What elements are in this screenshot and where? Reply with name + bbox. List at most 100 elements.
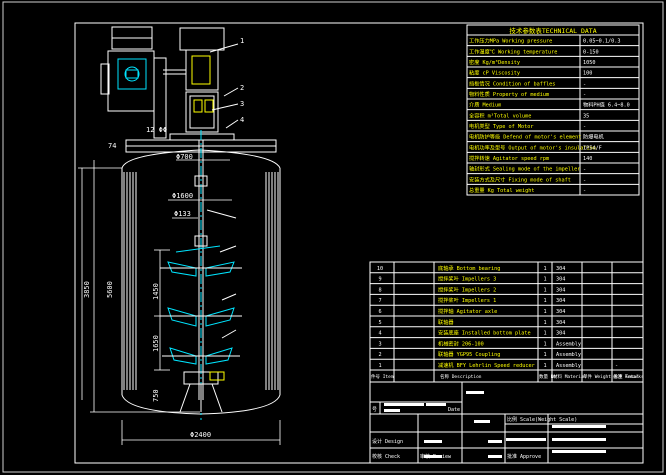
tech-row-value: 1050 bbox=[583, 60, 596, 66]
dim-overall: 3850 bbox=[83, 281, 91, 298]
parts-header-qty: 数量 No bbox=[539, 373, 556, 380]
parts-header-name: 名称 Description bbox=[440, 373, 482, 380]
leaders bbox=[206, 43, 239, 339]
dim-d2400: Φ2400 bbox=[190, 431, 211, 439]
tech-row-label: 工作温度℃ Working temperature bbox=[469, 47, 557, 55]
parts-row-qty: 1 bbox=[543, 287, 546, 293]
tech-row-value: IP54/F bbox=[583, 145, 602, 151]
parts-row-no: 2 bbox=[378, 352, 381, 358]
tech-row-value: 100 bbox=[583, 71, 592, 77]
dim-left: 74 bbox=[108, 142, 116, 150]
tech-row-label: 电机防护等级 Defend of motor's element bbox=[469, 133, 581, 141]
tech-row-value: - bbox=[583, 81, 586, 87]
parts-row-no: 3 bbox=[378, 341, 381, 347]
parts-row-mat: 304 bbox=[556, 298, 565, 304]
tb-design: 设计 Design bbox=[372, 438, 403, 445]
impeller-2 bbox=[160, 307, 242, 327]
tech-row-label: 密度 Kg/m³Density bbox=[469, 58, 520, 66]
tech-row-value: 35 bbox=[583, 113, 589, 119]
tech-row-value: 140 bbox=[583, 156, 592, 162]
parts-row-qty: 1 bbox=[543, 309, 546, 315]
leader-4: 4 bbox=[240, 116, 244, 124]
tech-row-label: 轴封形式 Sealing mode of the impeller bbox=[469, 165, 580, 173]
tech-row-value: 0.05~0.1/0.3 bbox=[583, 39, 620, 45]
tech-row-label: 物料性质 Property of medium bbox=[469, 90, 549, 98]
parts-row-mat: 304 bbox=[556, 266, 565, 272]
tech-row-label: 工作压力MPa Working pressure bbox=[469, 37, 552, 45]
parts-row-no: 10 bbox=[377, 266, 383, 272]
motor bbox=[100, 26, 167, 139]
parts-header-mat: 材料 Material bbox=[553, 373, 587, 380]
tech-row-label: 总重量 Kg Total weight bbox=[469, 186, 535, 194]
parts-row-no: 1 bbox=[378, 363, 381, 369]
parts-row-mat: 304 bbox=[556, 287, 565, 293]
parts-row-name: 联轴器 YGP95 Coupling bbox=[438, 350, 500, 358]
parts-row-name: 搅拌桨叶 Impellers 3 bbox=[438, 275, 496, 283]
tech-row-value: 0-150 bbox=[583, 49, 599, 55]
dim-blade1: 1450 bbox=[152, 283, 160, 300]
tech-row-value: - bbox=[583, 188, 586, 194]
leader-1: 1 bbox=[240, 37, 244, 45]
parts-row-no: 7 bbox=[378, 298, 381, 304]
dim-top: 12 ΦΦ bbox=[146, 126, 167, 134]
dimensions bbox=[78, 159, 281, 445]
parts-row-mat: Assembly bbox=[556, 363, 581, 369]
dim-d700: Φ700 bbox=[176, 153, 193, 161]
parts-row-qty: 1 bbox=[543, 331, 546, 337]
parts-row-no: 8 bbox=[378, 287, 381, 293]
parts-row-qty: 1 bbox=[543, 352, 546, 358]
impeller-3 bbox=[162, 347, 240, 365]
parts-row-mat: Assembly bbox=[556, 352, 581, 358]
parts-row-no: 6 bbox=[378, 309, 381, 315]
tb-date: Date bbox=[448, 407, 460, 413]
parts-header-note: 单件 Weight 总重 Total bbox=[583, 373, 639, 380]
leader-2: 2 bbox=[240, 84, 244, 92]
tb-approve: 批准 Approve bbox=[507, 453, 541, 460]
dim-shell: 5600 bbox=[106, 281, 114, 298]
tech-row-label: 全容积 m³Total volume bbox=[469, 111, 531, 119]
tech-row-value: 防爆电机 bbox=[583, 133, 605, 141]
jacket-right bbox=[265, 172, 279, 390]
title-block bbox=[369, 381, 644, 464]
tech-row-value: - bbox=[583, 124, 586, 130]
agitator-vessel bbox=[100, 26, 281, 420]
drawing-frame bbox=[74, 22, 644, 464]
parts-row-qty: 1 bbox=[543, 363, 546, 369]
dim-d1600: Φ1600 bbox=[172, 192, 193, 200]
redacted-blocks bbox=[384, 391, 606, 458]
dim-d133: Φ133 bbox=[174, 210, 191, 218]
parts-row-no: 9 bbox=[378, 277, 381, 283]
parts-row-name: 搅拌轴 Agitator axle bbox=[438, 307, 497, 315]
tech-row-value: - bbox=[583, 92, 586, 98]
parts-row-qty: 1 bbox=[543, 320, 546, 326]
tech-row-value: - bbox=[583, 167, 586, 173]
dim-bottom: 750 bbox=[152, 389, 160, 402]
parts-row-no: 5 bbox=[378, 320, 381, 326]
jacket-left bbox=[123, 172, 137, 390]
tb-no: 号 bbox=[372, 407, 377, 413]
parts-row-name: 减速机 BFY Lehrlin Speed reducer bbox=[438, 361, 535, 369]
parts-row-no: 4 bbox=[378, 331, 381, 337]
parts-header-remark: 备注 Remarks bbox=[613, 373, 644, 380]
tech-row-label: 介质 Medium bbox=[469, 101, 501, 109]
parts-row-mat: 304 bbox=[556, 320, 565, 326]
tech-table-header: 技术参数表TECHNICAL DATA bbox=[509, 26, 596, 35]
parts-row-qty: 1 bbox=[543, 266, 546, 272]
tech-row-label: 挡板情况 Condition of baffles bbox=[469, 79, 555, 87]
technical-data-table: 技术参数表TECHNICAL DATA 工作压力MPa Working pres… bbox=[466, 24, 640, 196]
parts-row-qty: 1 bbox=[543, 341, 546, 347]
dim-blade2: 1650 bbox=[152, 335, 160, 352]
leader-3: 3 bbox=[240, 100, 244, 108]
parts-row-mat: 304 bbox=[556, 331, 565, 337]
tb-scale: 比例 Scale(Weight Scale) bbox=[507, 416, 577, 423]
tech-row-label: 粘度 cP Viscosity bbox=[469, 69, 520, 77]
tech-row-label: 电机类型 Type of Motor bbox=[469, 122, 533, 130]
parts-row-name: 搅拌桨叶 Impellers 2 bbox=[438, 285, 496, 293]
parts-row-mat: 304 bbox=[556, 309, 565, 315]
speed-reducer bbox=[163, 27, 235, 141]
parts-row-mat: 304 bbox=[556, 277, 565, 283]
tech-row-label: 安装方式及尺寸 Fixing mode of shaft bbox=[469, 175, 571, 183]
tech-row-value: 物料PH值 6.4~8.0 bbox=[583, 101, 630, 109]
